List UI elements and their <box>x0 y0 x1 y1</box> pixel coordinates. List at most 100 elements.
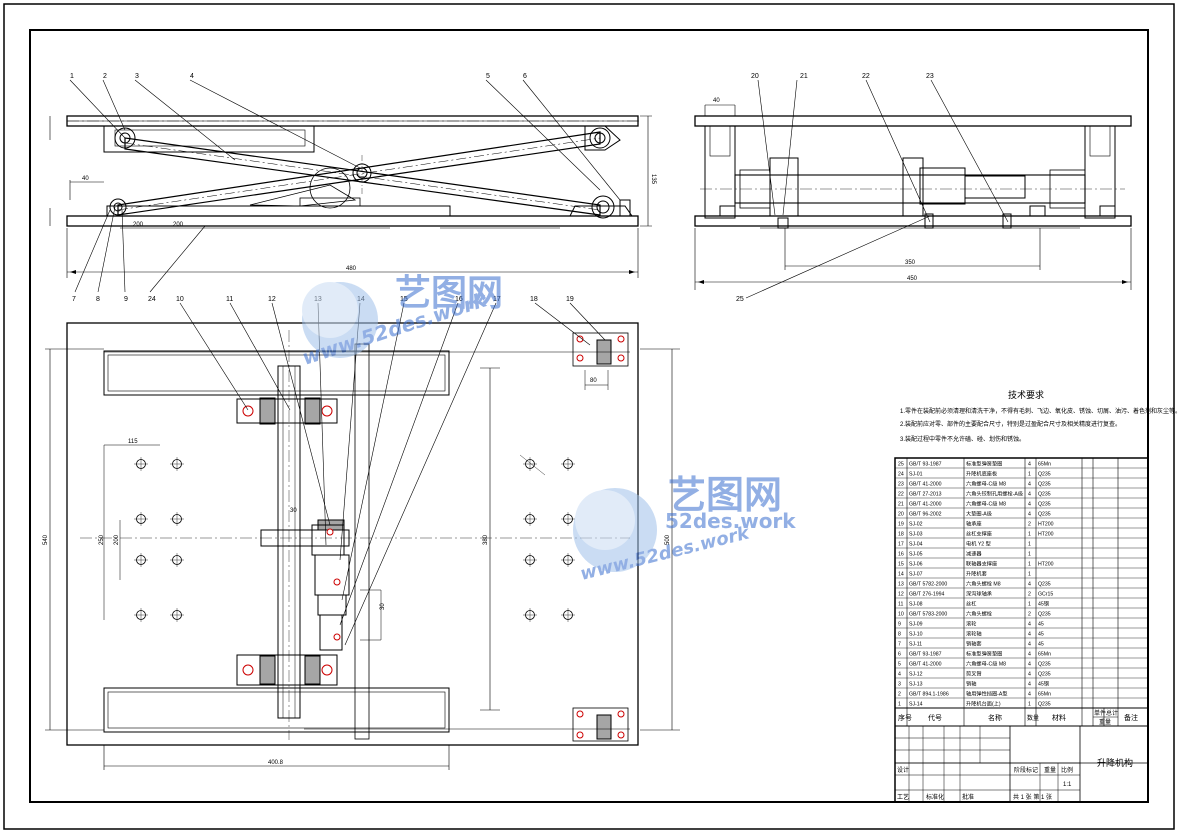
bom-cell-mat: HT200 <box>1038 532 1054 538</box>
bom-cell-mat: Q235 <box>1038 582 1051 588</box>
dim-plan-offset: 115 <box>128 439 138 445</box>
front-view <box>49 115 652 278</box>
bom-cell-code: SJ-13 <box>909 682 923 688</box>
bom-cell-code: GB/T 41-2000 <box>909 502 942 508</box>
drawing-title: 升降机构 <box>1097 757 1133 768</box>
dim-plan-inner: 380 <box>483 534 489 545</box>
dim-front-overall: 480 <box>346 266 357 272</box>
bom-cell-qty: 2 <box>1028 612 1031 618</box>
callout-22: 22 <box>862 73 870 80</box>
bom-cell-mat: Q235 <box>1038 472 1051 478</box>
bom-header-remark: 备注 <box>1124 713 1138 722</box>
callout-15: 15 <box>400 296 408 303</box>
bom-cell-code: GB/T 894.1-1986 <box>909 692 949 698</box>
dim-side-overall: 450 <box>907 276 918 282</box>
bom-cell-no: 7 <box>898 642 901 648</box>
bom-header-total: 总计 <box>1106 709 1118 717</box>
tb-approve: 批准 <box>962 793 974 801</box>
bom-cell-qty: 4 <box>1028 582 1031 588</box>
bom-cell-qty: 1 <box>1028 472 1031 478</box>
bom-cell-qty: 2 <box>1028 592 1031 598</box>
bom-cell-name: 标准型弹簧垫圈 <box>966 460 1002 468</box>
bom-cell-mat: 45钢 <box>1038 680 1049 688</box>
callout-9: 9 <box>124 296 128 303</box>
bom-cell-no: 6 <box>898 652 901 658</box>
bom-cell-no: 24 <box>898 472 904 478</box>
hole-crosses <box>134 454 575 622</box>
bom-cell-mat: 45 <box>1038 622 1044 628</box>
bom-cell-code: SJ-11 <box>909 642 922 648</box>
tb-process: 工艺 <box>897 793 909 801</box>
callout-7: 7 <box>72 296 76 303</box>
corner-bolts <box>326 335 625 739</box>
dim-plan-right: 500 <box>665 534 671 545</box>
bom-cell-mat: 45 <box>1038 642 1044 648</box>
title-block: 升降机构 设计 阶段标记 重量 比例 1:1 工艺 批准 共 1 张 第 1 张… <box>897 757 1133 801</box>
dim-plan-small: 30 <box>290 508 297 514</box>
bom-cell-name: 减速器 <box>966 550 982 558</box>
bom-cell-name: 六角螺母-C级 M8 <box>966 480 1006 488</box>
bom-cell-mat: HT200 <box>1038 562 1054 568</box>
tb-design: 设计 <box>897 766 909 774</box>
dim-plan-rod: 30 <box>380 603 386 610</box>
callout-4: 4 <box>190 73 194 80</box>
side-view <box>694 104 1132 290</box>
bom-cell-code: SJ-08 <box>909 602 923 608</box>
bom-cell-name: 标准型弹簧垫圈 <box>966 650 1002 658</box>
dim-front-height: 135 <box>650 174 656 185</box>
bom-cell-no: 18 <box>898 532 904 538</box>
bom-header-no: 序号 <box>898 713 912 722</box>
bom-cell-code: SJ-05 <box>909 552 923 558</box>
bom-cell-name: 六角螺母-C级 M8 <box>966 660 1006 668</box>
bom-header-code: 代号 <box>928 713 942 722</box>
bom-cell-code: GB/T 276-1994 <box>909 592 944 598</box>
bom-cell-no: 25 <box>898 462 904 468</box>
tb-scale: 比例 <box>1061 766 1073 774</box>
dim-front-b: 200 <box>173 222 184 228</box>
bom-cell-no: 5 <box>898 662 901 668</box>
bom-cell-no: 13 <box>898 582 904 588</box>
bom-cell-code: SJ-09 <box>909 622 923 628</box>
bom-cell-mat: 45钢 <box>1038 600 1049 608</box>
bom-cell-code: SJ-02 <box>909 522 923 528</box>
outer-border <box>3 3 1175 830</box>
bom-cell-mat: 65Mn <box>1038 692 1051 698</box>
bom-cell-qty: 4 <box>1028 672 1031 678</box>
bom-cell-name: 轴用弹性挡圈-A型 <box>966 690 1008 698</box>
bom-cell-no: 2 <box>898 692 901 698</box>
callout-12: 12 <box>268 296 276 303</box>
callout-25: 25 <box>736 296 744 303</box>
bom-cell-qty: 4 <box>1028 632 1031 638</box>
bom-cell-no: 3 <box>898 682 901 688</box>
bom-cell-mat: GCr15 <box>1038 592 1053 598</box>
bom-cell-qty: 2 <box>1028 522 1031 528</box>
bom-cell-mat: Q235 <box>1038 492 1051 498</box>
bom-cell-name: 升降机底座板 <box>966 470 998 478</box>
callout-1: 1 <box>70 73 74 80</box>
bom-cell-no: 16 <box>898 552 904 558</box>
bom-cell-code: GB/T 93-1987 <box>909 652 942 658</box>
tech-line-3: 3.装配过程中零件不允许磕、碰、划伤和锈蚀。 <box>900 435 1025 443</box>
dim-plan-bottom: 400.8 <box>268 760 284 766</box>
bom-cell-name: 六角头螺栓 <box>966 610 993 618</box>
bom-header-weight: 重量 <box>1099 718 1111 726</box>
callout-16: 16 <box>455 296 463 303</box>
bom-cell-qty: 4 <box>1028 482 1031 488</box>
bom-cell-code: GB/T 96-2002 <box>909 512 942 518</box>
bom-cell-name: 剪叉臂 <box>966 670 982 678</box>
bom-cell-name: 丝杠 <box>966 600 976 608</box>
bom-cell-code: GB/T 41-2000 <box>909 662 942 668</box>
dim-side-inner: 350 <box>905 260 916 266</box>
callout-10: 10 <box>176 296 184 303</box>
plan-view <box>45 322 680 770</box>
